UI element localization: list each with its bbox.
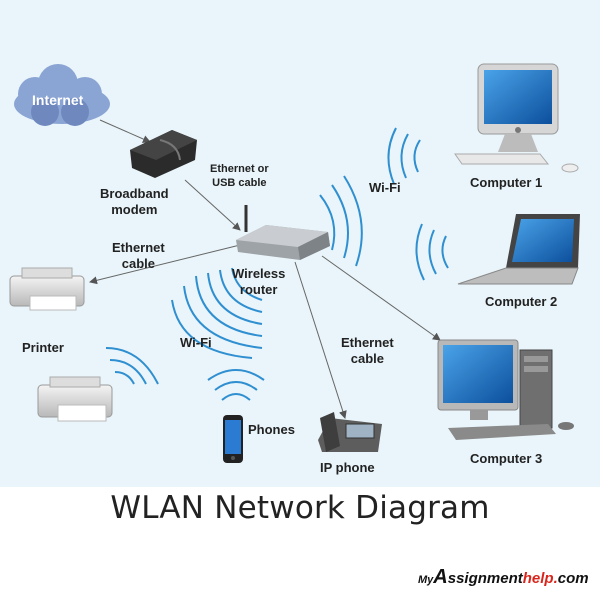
ip-phone-label: IP phone [320,460,375,475]
connection-lines [89,119,441,419]
router-printer-link [89,244,241,285]
monitor-icon [454,63,579,173]
computer1-label: Computer 1 [470,175,543,190]
ethernet-cable-left-line2: cable [121,256,155,271]
computer3-label: Computer 3 [470,451,543,466]
internet-modem-link [99,119,151,143]
laptop-icon [457,214,580,285]
logo-com: com [557,570,589,587]
router-label-line2: router [239,282,278,297]
router-label-line1: Wireless [232,266,286,281]
phones-label: Phones [248,422,295,437]
router-ipphone-link [294,261,347,419]
printer-icon-2 [37,376,113,422]
printer-label: Printer [22,340,64,355]
ethernet-cable-right-line2: cable [350,351,384,366]
ethernet-usb-label-line1: Ethernet or [210,163,269,175]
modem-label-line1: Broadband [100,186,169,201]
logo-help: help [522,570,554,587]
router-label: Wireless router [232,266,285,298]
printer-icon [9,267,85,311]
brand-logo: MyAssignmenthelp.com [418,566,589,589]
desktop-tower-icon [437,339,574,440]
logo-ssignment: ssignment [447,570,523,587]
router-computer3-link [321,255,441,341]
router-icon [236,205,330,260]
wifi-wave-icon-printer [105,347,159,385]
ethernet-cable-right-line1: Ethernet [341,335,394,350]
modem-icon [130,130,197,178]
modem-label: Broadband modem [100,186,169,218]
computer2-label: Computer 2 [485,294,558,309]
ethernet-cable-left-line1: Ethernet [112,240,165,255]
ip-phone-icon [318,412,382,452]
cloud-icon [14,64,110,126]
ethernet-usb-label-line2: USB cable [212,177,267,189]
smartphone-icon [223,415,243,463]
internet-label: Internet [32,92,84,108]
ethernet-usb-label: Ethernet or USB cable [210,162,269,190]
wifi-wave-icon-computers [387,127,449,281]
logo-dot: . [553,570,558,587]
logo-my: My [418,574,434,586]
page-title: WLAN Network Diagram [110,490,490,526]
logo-a: A [433,566,448,588]
wifi-wave-icon [171,175,363,359]
network-diagram-svg [9,63,580,463]
ethernet-cable-right-label: Ethernet cable [341,335,394,367]
ethernet-cable-left-label: Ethernet cable [112,240,165,272]
modem-label-line2: modem [111,202,158,217]
wifi-left-label: Wi-Fi [180,335,212,350]
wifi-top-label: Wi-Fi [369,180,401,195]
wifi-wave-icon-phones [207,369,265,401]
modem-router-link [184,179,241,231]
